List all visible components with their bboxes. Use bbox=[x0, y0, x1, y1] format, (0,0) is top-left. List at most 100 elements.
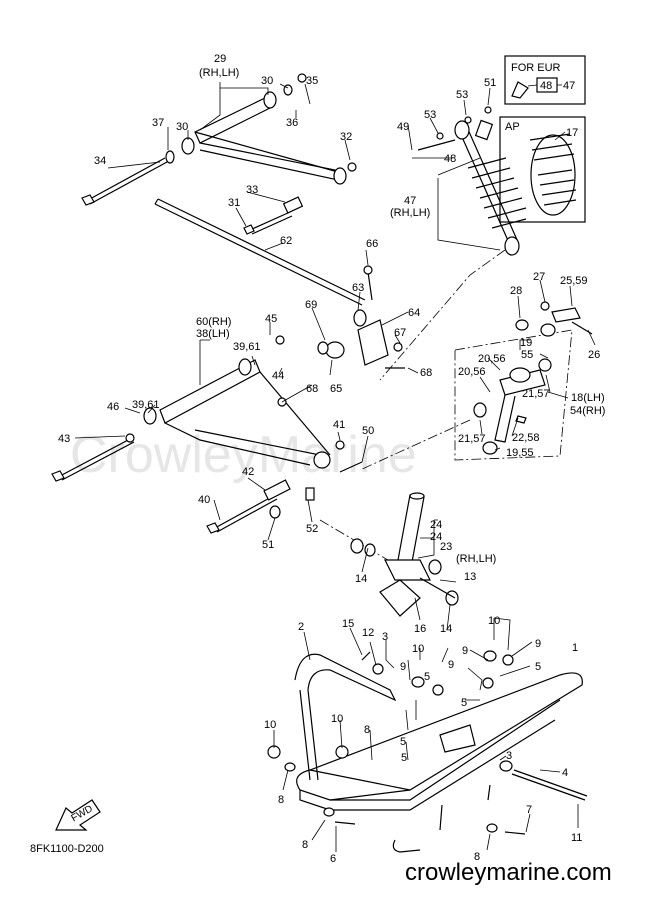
label-14-right: 14 bbox=[440, 623, 452, 635]
label-5-left: 5 bbox=[400, 736, 406, 748]
label-47: 47 bbox=[404, 195, 416, 207]
label-8-bottom: 8 bbox=[302, 839, 308, 851]
label-10-left: 10 bbox=[264, 719, 276, 731]
label-3-right: 3 bbox=[506, 750, 512, 762]
label-38-lh: 38(LH) bbox=[196, 328, 230, 340]
label-8-left: 8 bbox=[278, 794, 284, 806]
label-21-57-right: 21,57 bbox=[522, 388, 550, 400]
label-28: 28 bbox=[510, 285, 522, 297]
upper-arm-assembly bbox=[81, 73, 357, 235]
label-48: 48 bbox=[444, 153, 456, 165]
label-5-right: 5 bbox=[535, 661, 541, 673]
label-29: 29 bbox=[214, 53, 226, 65]
label-9-right: 9 bbox=[462, 645, 468, 657]
for-eur-title: FOR EUR bbox=[511, 62, 561, 74]
spindle-assembly bbox=[350, 492, 459, 617]
bracket-assembly bbox=[317, 265, 405, 369]
label-25-59: 25,59 bbox=[560, 275, 588, 287]
label-44: 44 bbox=[272, 370, 284, 382]
label-50: 50 bbox=[362, 425, 374, 437]
label-32: 32 bbox=[340, 131, 352, 143]
label-5-middle: 5 bbox=[424, 671, 430, 683]
label-20-56-top: 20,56 bbox=[478, 353, 506, 365]
label-8-upper: 8 bbox=[364, 724, 370, 736]
ap-box: AP 17 bbox=[499, 116, 586, 223]
label-23: 23 bbox=[440, 541, 452, 553]
label-66: 66 bbox=[366, 238, 378, 250]
label-37: 37 bbox=[152, 117, 164, 129]
label-15: 15 bbox=[342, 618, 354, 630]
label-47-rh-lh: (RH,LH) bbox=[390, 207, 430, 219]
label-65: 65 bbox=[330, 383, 342, 395]
label-39-61-bottom: 39,61 bbox=[132, 399, 160, 411]
label-40: 40 bbox=[198, 494, 210, 506]
label-51-top: 51 bbox=[484, 77, 496, 89]
ap-part: 17 bbox=[566, 127, 578, 139]
label-69: 69 bbox=[305, 299, 317, 311]
website-url: crowleymarine.com bbox=[405, 859, 612, 886]
label-64: 64 bbox=[408, 307, 420, 319]
diagram-code: 8FK1100-D200 bbox=[30, 843, 104, 855]
for-eur-box: FOR EUR 48 47 bbox=[504, 55, 586, 105]
label-5-bottom: 5 bbox=[401, 752, 407, 764]
label-43: 43 bbox=[58, 433, 70, 445]
label-33: 33 bbox=[246, 184, 258, 196]
label-1: 1 bbox=[572, 642, 578, 654]
label-54-rh: 54(RH) bbox=[570, 405, 605, 417]
label-4: 4 bbox=[562, 767, 568, 779]
label-51-bottom: 51 bbox=[262, 539, 274, 551]
label-55: 55 bbox=[521, 349, 533, 361]
label-67: 67 bbox=[394, 327, 406, 339]
shaft-62 bbox=[154, 198, 367, 327]
label-49: 49 bbox=[397, 121, 409, 133]
label-30-top: 30 bbox=[261, 75, 273, 87]
label-30-left: 30 bbox=[176, 121, 188, 133]
label-13: 13 bbox=[464, 571, 476, 583]
label-6: 6 bbox=[330, 853, 336, 865]
leader-shock bbox=[379, 249, 506, 381]
label-19-55: 19,55 bbox=[506, 447, 534, 459]
label-7: 7 bbox=[526, 804, 532, 816]
label-46: 46 bbox=[107, 401, 119, 413]
label-45: 45 bbox=[265, 313, 277, 325]
label-9-far-right: 9 bbox=[535, 638, 541, 650]
label-53-left: 53 bbox=[424, 109, 436, 121]
label-9-middle: 9 bbox=[448, 659, 454, 671]
label-63: 63 bbox=[352, 282, 364, 294]
label-12: 12 bbox=[362, 627, 374, 639]
label-62: 62 bbox=[280, 235, 292, 247]
radius-rod-assembly bbox=[51, 335, 363, 534]
for-eur-part: 48 bbox=[540, 80, 552, 92]
label-36: 36 bbox=[286, 117, 298, 129]
label-42: 42 bbox=[242, 466, 254, 478]
leader-column bbox=[359, 419, 471, 471]
label-8-right: 8 bbox=[474, 851, 480, 863]
label-3-top: 3 bbox=[382, 631, 388, 643]
for-eur-ref: 47 bbox=[563, 80, 575, 92]
label-41: 41 bbox=[333, 419, 345, 431]
label-29-rh-lh: (RH,LH) bbox=[199, 67, 239, 79]
label-24-top: 24 bbox=[430, 519, 442, 531]
label-10-middle: 10 bbox=[412, 643, 424, 655]
label-18-lh: 18(LH) bbox=[571, 392, 605, 404]
label-26: 26 bbox=[588, 349, 600, 361]
ap-title: AP bbox=[505, 121, 520, 133]
label-9-left: 9 bbox=[400, 661, 406, 673]
ski-assembly bbox=[267, 650, 588, 853]
shock-absorber bbox=[417, 106, 527, 256]
fwd-arrow: FWD bbox=[55, 799, 101, 831]
label-34: 34 bbox=[94, 155, 106, 167]
label-16: 16 bbox=[414, 623, 426, 635]
label-20-56-left: 20,56 bbox=[458, 366, 486, 378]
label-31: 31 bbox=[228, 197, 240, 209]
label-23-rh-lh: (RH,LH) bbox=[456, 553, 496, 565]
callout-labels: 29 (RH,LH) 30 35 36 37 30 32 34 33 31 62… bbox=[58, 53, 605, 865]
label-35: 35 bbox=[306, 75, 318, 87]
label-14-left: 14 bbox=[355, 573, 367, 585]
label-5-lower: 5 bbox=[461, 697, 467, 709]
label-68-left: 68 bbox=[306, 383, 318, 395]
label-68-right: 68 bbox=[420, 367, 432, 379]
label-11: 11 bbox=[571, 832, 582, 844]
label-24-bottom: 24 bbox=[430, 531, 442, 543]
